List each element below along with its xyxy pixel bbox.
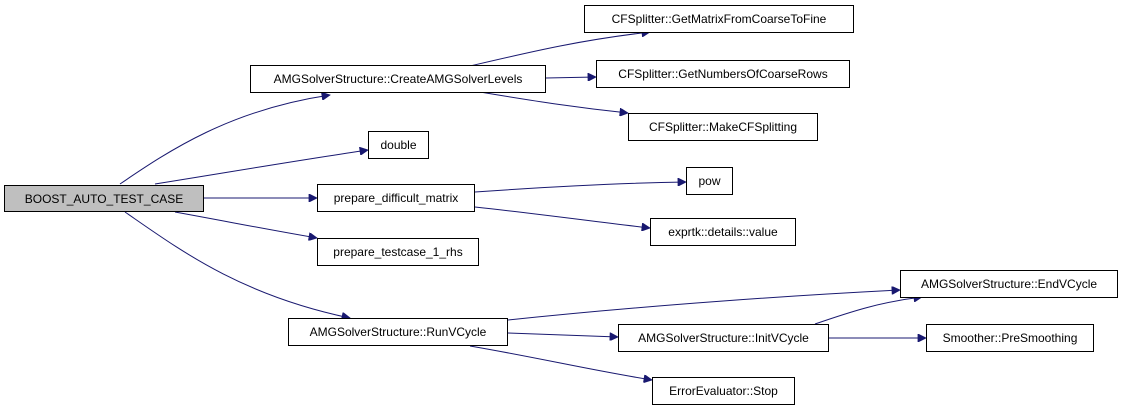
node-prepare-difficult-matrix[interactable]: prepare_difficult_matrix [317, 184, 475, 212]
node-boost-auto-test-case[interactable]: BOOST_AUTO_TEST_CASE [4, 185, 204, 212]
node-pow[interactable]: pow [686, 167, 733, 195]
edge-boost-to-double [154, 150, 368, 185]
edge-create-levels-to-get-numbers [545, 77, 596, 78]
node-run-v-cycle[interactable]: AMGSolverStructure::RunVCycle [288, 318, 508, 346]
node-init-v-cycle[interactable]: AMGSolverStructure::InitVCycle [618, 324, 829, 352]
node-get-matrix-from-coarse-to-fine[interactable]: CFSplitter::GetMatrixFromCoarseToFine [584, 5, 854, 33]
node-make-cf-splitting[interactable]: CFSplitter::MakeCFSplitting [628, 113, 818, 141]
edge-boost-to-run-v-cycle [124, 211, 350, 318]
edge-boost-to-prepare-testcase [174, 211, 317, 238]
edge-boost-to-create-levels [119, 95, 330, 185]
node-end-v-cycle[interactable]: AMGSolverStructure::EndVCycle [900, 270, 1118, 298]
edge-create-levels-to-get-matrix [469, 32, 650, 67]
node-pre-smoothing[interactable]: Smoother::PreSmoothing [926, 324, 1094, 352]
node-double[interactable]: double [368, 131, 429, 159]
node-exprtk-details-value[interactable]: exprtk::details::value [650, 218, 796, 246]
node-error-evaluator-stop[interactable]: ErrorEvaluator::Stop [652, 377, 795, 405]
edge-init-v-cycle-to-end-v-cycle [814, 297, 922, 325]
edge-prepare-matrix-to-pow [474, 182, 686, 193]
node-prepare-testcase-1-rhs[interactable]: prepare_testcase_1_rhs [317, 238, 479, 266]
edge-run-v-cycle-to-stop [469, 345, 652, 380]
edge-run-v-cycle-to-init-v-cycle [507, 332, 618, 337]
edge-prepare-matrix-to-exprtk [474, 206, 650, 228]
node-create-amg-solver-levels[interactable]: AMGSolverStructure::CreateAMGSolverLevel… [250, 65, 546, 93]
edge-create-levels-to-make-cf [479, 91, 628, 113]
node-get-numbers-of-coarse-rows[interactable]: CFSplitter::GetNumbersOfCoarseRows [596, 60, 850, 88]
edge-run-v-cycle-to-end-v-cycle [507, 290, 900, 321]
